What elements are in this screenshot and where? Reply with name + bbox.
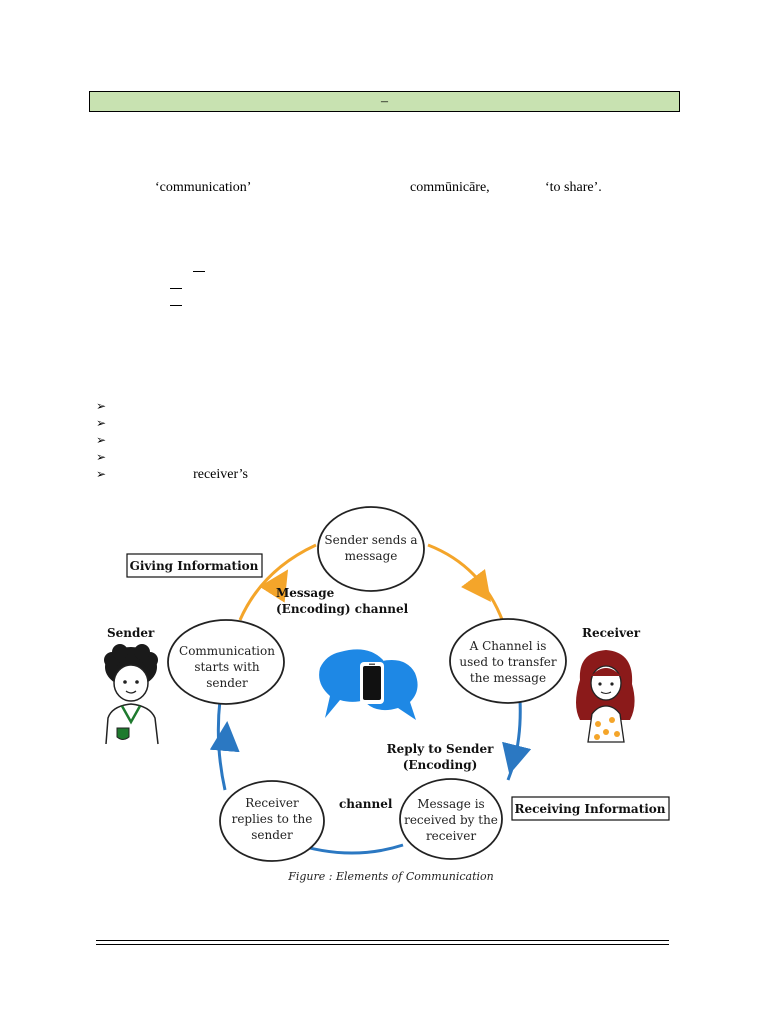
message-channel-line1: Message — [276, 586, 335, 600]
node-bottom-right — [399, 778, 503, 860]
node-bottom-right-line3: receiver — [426, 829, 476, 843]
giving-information-label: Giving Information — [130, 559, 259, 573]
sender-label: Sender — [107, 626, 155, 640]
node-bottom-right-line1: Message is — [417, 797, 484, 811]
communication-cycle-figure: Sender sends a message A Channel is used… — [104, 506, 670, 883]
sender-boy-illustration — [104, 644, 159, 745]
blue-arrow-head-left — [209, 721, 240, 753]
list-item: ➢ — [96, 450, 248, 464]
list-item: ➢ — [96, 416, 248, 430]
node-bottom-right-line2: received by the — [404, 813, 498, 827]
list-item: ➢ receiver’s — [96, 467, 248, 482]
dash-mark — [170, 305, 182, 306]
channel-label: channel — [339, 797, 393, 811]
chat-bubbles-phone-icon — [319, 649, 418, 720]
orange-arrow-head-right — [461, 569, 491, 602]
arrowhead-bullet-icon: ➢ — [96, 433, 107, 447]
reply-to-sender-line1: Reply to Sender — [387, 742, 494, 756]
node-left-line2: starts with — [194, 660, 260, 674]
node-right-line2: used to transfer — [459, 655, 556, 669]
intro-word-communication: ‘communication’ — [155, 180, 252, 195]
message-channel-line2: (Encoding) channel — [276, 602, 409, 616]
bullet-list: ➢ ➢ ➢ ➢ ➢ receiver’s — [96, 399, 248, 482]
intro-word-to-share: ‘to share’. — [545, 180, 602, 195]
receiving-information-box — [511, 796, 670, 821]
arrowhead-bullet-icon: ➢ — [96, 450, 107, 464]
node-left-line3: sender — [206, 676, 248, 690]
arrowhead-bullet-icon: ➢ — [96, 416, 107, 430]
blue-arrow-head-right — [502, 741, 532, 775]
intro-word-communicare: commūnicāre, — [410, 180, 490, 195]
list-item: ➢ — [96, 433, 248, 447]
receiving-information-label: Receiving Information — [514, 802, 665, 816]
dash-mark — [170, 288, 182, 289]
receiver-girl-illustration — [576, 650, 635, 743]
node-bottom-left-line1: Receiver — [245, 796, 299, 810]
node-bottom-left-line3: sender — [251, 828, 293, 842]
arrowhead-bullet-icon: ➢ — [96, 399, 107, 413]
node-right — [449, 618, 567, 704]
reply-to-sender-line2: (Encoding) — [403, 758, 478, 772]
giving-information-box — [126, 553, 263, 578]
list-item: ➢ — [96, 399, 248, 413]
receiver-label: Receiver — [582, 626, 641, 640]
footer-rule-top — [96, 940, 669, 941]
node-left-line1: Communication — [179, 644, 275, 658]
footer-rule-bottom — [96, 944, 669, 945]
figure-caption: Figure : Elements of Communication — [287, 870, 494, 883]
node-top-line1: Sender sends a — [324, 533, 417, 547]
node-right-line1: A Channel is — [469, 639, 547, 653]
orange-arc-right — [427, 543, 505, 623]
node-bottom-left — [219, 780, 325, 862]
node-left — [167, 619, 285, 705]
node-bottom-left-line2: replies to the — [232, 812, 313, 826]
dash-mark — [193, 271, 205, 272]
blue-arc-right — [506, 699, 522, 781]
node-top — [317, 506, 425, 592]
arrowhead-bullet-icon: ➢ — [96, 467, 107, 481]
node-right-line3: the message — [470, 671, 546, 685]
section-header-title: – — [381, 94, 388, 109]
node-top-line2: message — [345, 549, 398, 563]
orange-arrow-head-left — [259, 569, 289, 603]
section-header-bar: – — [89, 91, 680, 112]
